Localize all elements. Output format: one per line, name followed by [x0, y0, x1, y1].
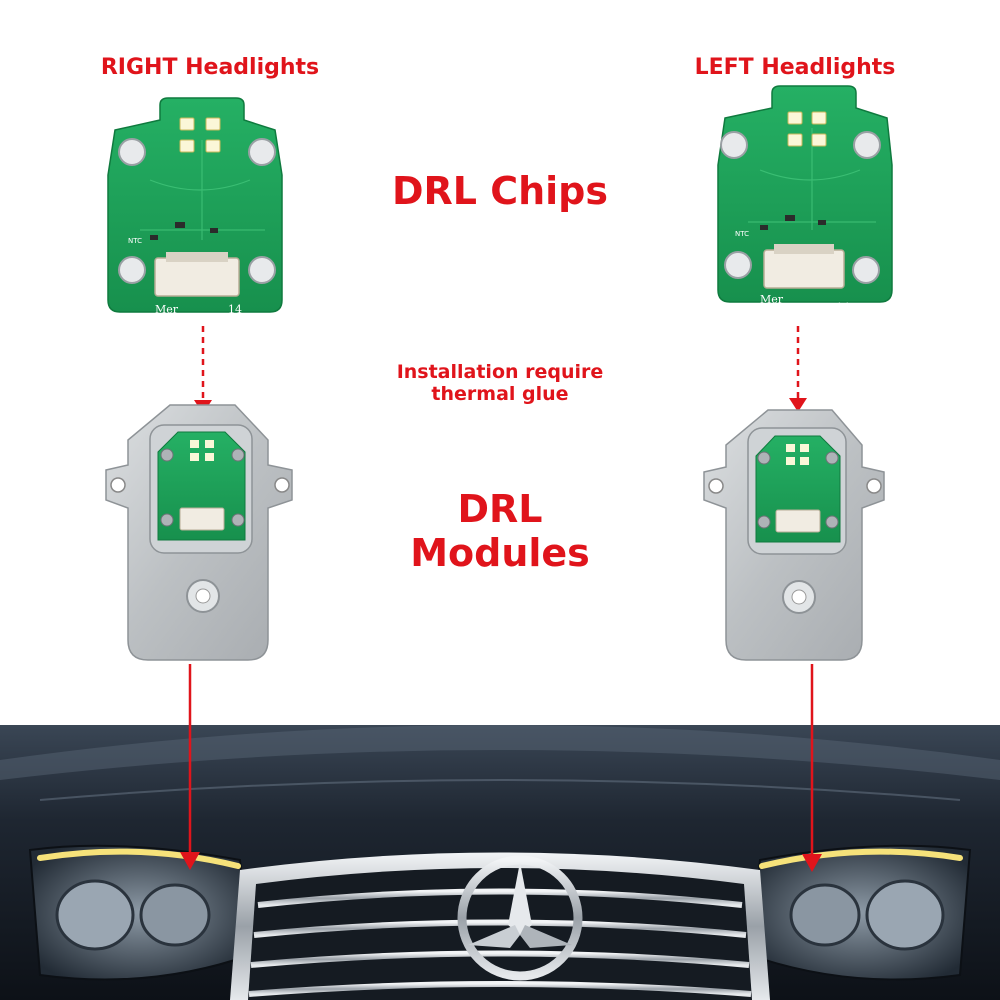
mounting-hole [720, 131, 748, 159]
car-front-view [0, 725, 1000, 1000]
installation-note-line2: thermal glue [431, 382, 569, 405]
right-drl-chip: Mer 14 NTC [107, 97, 283, 316]
led-chip [179, 117, 195, 131]
led-chip [811, 133, 827, 147]
right-drl-module [105, 404, 293, 661]
mounting-hole [724, 251, 752, 279]
chip-mark-ntc: NTC [128, 237, 142, 245]
arrow-head-icon [180, 852, 200, 870]
left-drl-chip: Mer 14 NTC [717, 85, 893, 314]
led-chip [205, 139, 221, 153]
chip-mark-14: 14 [228, 303, 242, 316]
emblem [457, 855, 583, 981]
led-chip [811, 111, 827, 125]
left-drl-module [703, 409, 885, 661]
drl-modules-line2: Modules [410, 530, 590, 575]
arrow-head-icon [802, 854, 822, 872]
mounting-hole [852, 256, 880, 284]
left-drl-glow [759, 848, 963, 869]
arrow-head-icon [789, 398, 807, 412]
mounting-hole [248, 138, 276, 166]
mounting-hole [248, 256, 276, 284]
right-drl-glow [37, 848, 241, 869]
led-chip [787, 133, 803, 147]
connector [154, 257, 240, 297]
chip-mark-ntc: NTC [735, 230, 749, 238]
drl-chips-label: DRL Chips [391, 169, 609, 213]
mounting-hole [853, 131, 881, 159]
connector [763, 249, 845, 289]
mounting-hole [118, 256, 146, 284]
installation-note-line1: Installation require [396, 361, 604, 383]
right-headlights-label: RIGHT Headlights [100, 55, 320, 80]
led-chip [787, 111, 803, 125]
led-chip [205, 117, 221, 131]
mounting-hole [118, 138, 146, 166]
led-chip [179, 139, 195, 153]
drl-modules-label: DRL Modules [340, 487, 660, 575]
installation-note: Installation require thermal glue [340, 361, 660, 406]
chip-mark-mer: Mer [155, 303, 179, 316]
left-headlights-label: LEFT Headlights [694, 55, 896, 80]
chip-mark-mer: Mer [760, 293, 784, 306]
chip-mark-14: 14 [836, 301, 850, 314]
drl-modules-line1: DRL [457, 487, 543, 531]
